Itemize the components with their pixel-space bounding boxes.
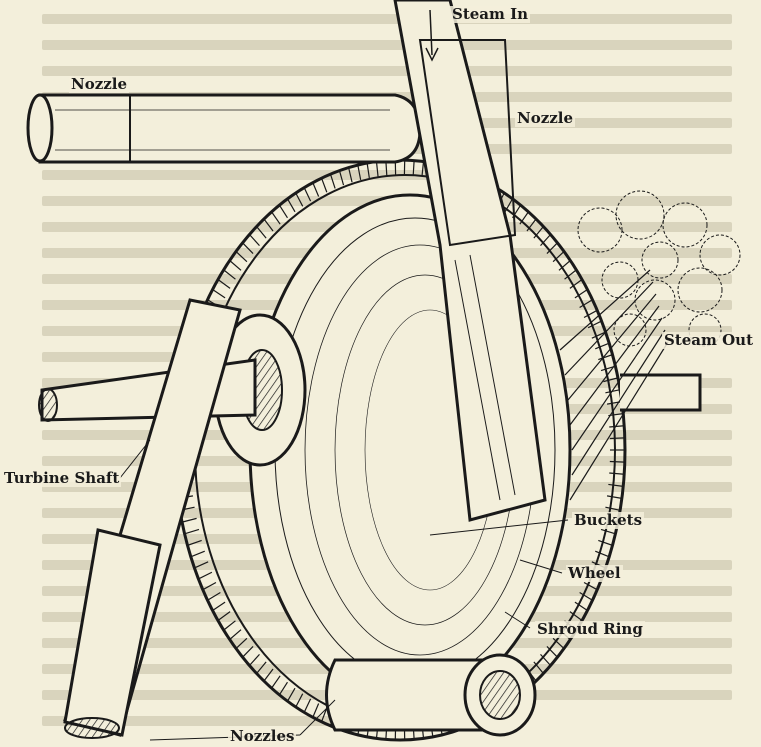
bucket-blade [322,708,327,722]
bucket-blade [249,234,259,245]
bucket-blade [191,551,205,557]
label-nozzle-top-center: Nozzle [515,110,575,127]
label-shroud-ring: Shroud Ring [535,621,645,638]
steam-puff [578,208,622,252]
steam-puff [663,203,707,247]
bucket-blade [330,174,335,188]
steam-puff [678,268,722,312]
bucket-blade [607,496,622,499]
steam-arrow [570,342,668,500]
bucket-blade [422,162,424,177]
bucket-blade [304,699,310,713]
bucket-blade [339,171,343,185]
bucket-blade [541,654,551,665]
steam-puff [700,235,740,275]
bucket-blade [182,518,197,522]
bucket-blade [313,183,319,197]
bucket-blade [603,378,618,382]
bucket-blade [367,163,369,178]
bucket-blade [264,219,273,231]
bucket-blade [610,462,625,463]
bucket-blade [218,612,230,621]
bucket-blade [188,540,202,545]
label-nozzles: Nozzles [228,728,296,745]
bucket-blade [322,178,327,192]
bucket-blade [230,261,241,271]
bucket-blade [213,602,225,610]
bucket-blade [264,669,273,681]
bucket-blade [358,165,361,180]
bucket-blade [605,507,620,510]
bucket-blade [607,402,622,405]
bucket-blade [224,621,236,630]
bucket-blade [413,161,414,176]
bucket-blade [203,582,216,589]
bucket-blade [288,688,296,701]
bucket-blade [213,290,225,298]
bucket-blade [313,704,319,718]
bucket-blade [595,551,609,557]
bucket-blade [230,630,241,640]
bucket-blade [608,484,623,486]
bucket-blade [609,426,624,427]
bucket-blade [376,162,378,177]
label-wheel: Wheel [566,565,623,582]
bucket-blade [272,676,281,688]
nozzle-bottom-left [65,300,240,738]
bucket-blade [349,168,352,183]
steam-puff [635,280,675,320]
bucket-blade [257,227,267,239]
bucket-blade [257,662,267,674]
label-nozzle-top-left: Nozzle [69,76,129,93]
bucket-blade [609,473,624,474]
label-steam-in: Steam In [450,6,530,23]
bucket-blade [272,212,281,224]
steam-puff [642,242,678,278]
bucket-blade [279,205,287,218]
steam-puff [616,191,664,239]
bucket-blade [208,592,221,600]
steam-arrow [560,270,650,350]
bucket-blade [296,694,303,707]
bucket-blade [198,572,211,579]
bucket-blade [249,654,259,665]
bucket-blade [304,188,310,202]
bucket-blade [185,529,199,533]
bucket-blade [279,682,287,695]
nozzle-top-left [28,95,420,162]
bucket-blade [288,199,296,212]
bucket-blade [194,562,208,568]
label-steam-out: Steam Out [662,332,755,349]
steam-puff [602,262,638,298]
bucket-blade [236,251,247,261]
label-turbine-shaft: Turbine Shaft [2,470,121,487]
bucket-blade [598,540,612,545]
bucket-blade [296,193,303,206]
bucket-blade [243,243,253,254]
bucket-blade [601,529,615,533]
bucket-blade [224,270,236,279]
bucket-blade [610,438,625,439]
nozzle-bottom-right [327,655,536,735]
label-buckets: Buckets [572,512,644,529]
bucket-blade [218,280,230,289]
bucket-blade [236,638,247,648]
bucket-blade [595,343,609,349]
bucket-blade [541,234,551,245]
bucket-blade [243,646,253,657]
